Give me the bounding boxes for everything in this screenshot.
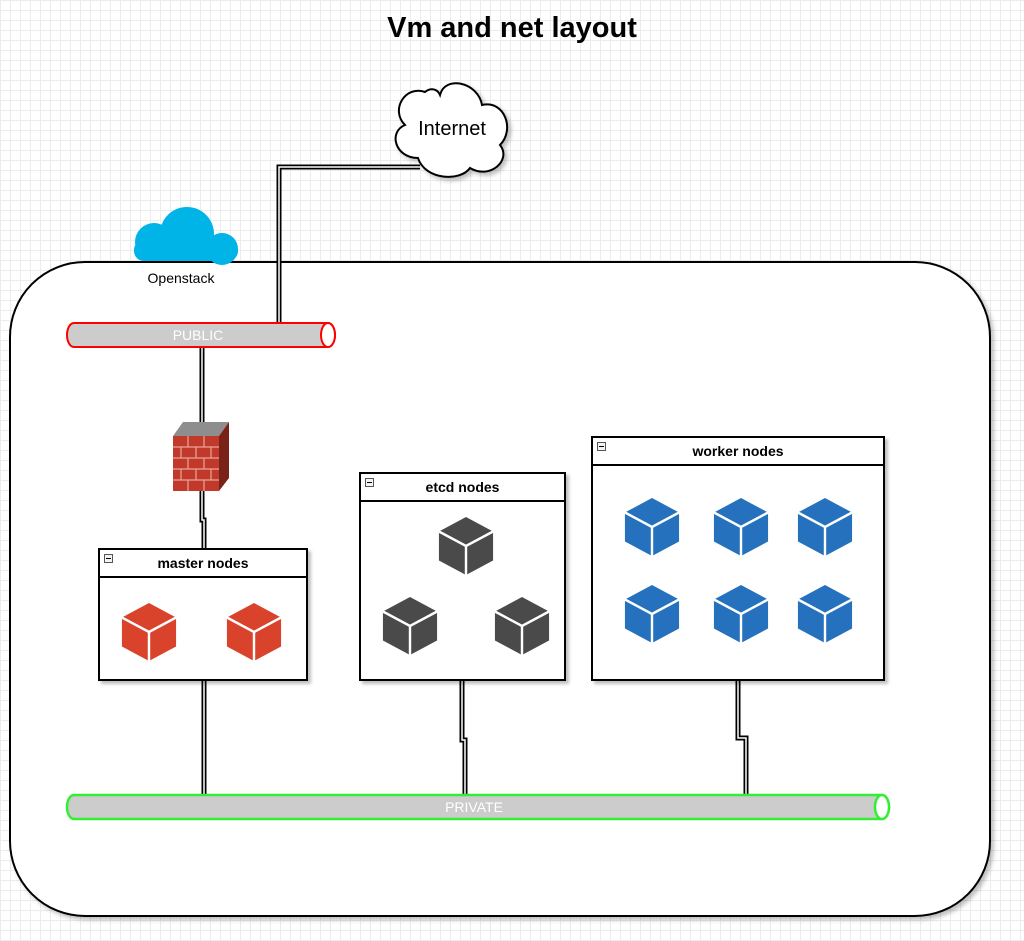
diagram-title: Vm and net layout — [387, 12, 637, 44]
group-header: master nodes — [100, 550, 306, 578]
node-cube-icon[interactable] — [796, 583, 854, 645]
group-title: etcd nodes — [425, 479, 500, 495]
group-header: etcd nodes — [361, 474, 564, 502]
node-cube-icon[interactable] — [381, 595, 439, 657]
node-cube-icon[interactable] — [493, 595, 551, 657]
firewall-icon — [173, 422, 229, 491]
node-cube-icon[interactable] — [712, 496, 770, 558]
openstack-label: Openstack — [147, 270, 215, 286]
collapse-icon[interactable] — [104, 554, 113, 563]
public-network-label: PUBLIC — [172, 327, 224, 343]
node-cube-icon[interactable] — [796, 496, 854, 558]
group-header: worker nodes — [593, 438, 883, 466]
node-cube-icon[interactable] — [623, 583, 681, 645]
openstack-cloud-icon — [134, 207, 238, 265]
node-cube-icon[interactable] — [623, 496, 681, 558]
internet-label: Internet — [418, 118, 486, 140]
public-network-bus[interactable] — [66, 322, 336, 348]
connection-lines — [199, 164, 749, 795]
collapse-icon[interactable] — [365, 478, 374, 487]
group-title: master nodes — [157, 555, 249, 571]
node-cube-icon[interactable] — [120, 601, 178, 663]
etcd-nodes-group[interactable]: etcd nodes — [359, 472, 566, 681]
node-cube-icon[interactable] — [225, 601, 283, 663]
worker-nodes-group[interactable]: worker nodes — [591, 436, 885, 681]
group-title: worker nodes — [692, 443, 784, 459]
private-network-bus[interactable] — [65, 793, 891, 821]
master-nodes-group[interactable]: master nodes — [98, 548, 308, 681]
collapse-icon[interactable] — [597, 442, 606, 451]
node-cube-icon[interactable] — [437, 515, 495, 577]
private-network-label: PRIVATE — [445, 799, 503, 815]
node-cube-icon[interactable] — [712, 583, 770, 645]
internet-cloud-icon[interactable] — [394, 82, 509, 178]
